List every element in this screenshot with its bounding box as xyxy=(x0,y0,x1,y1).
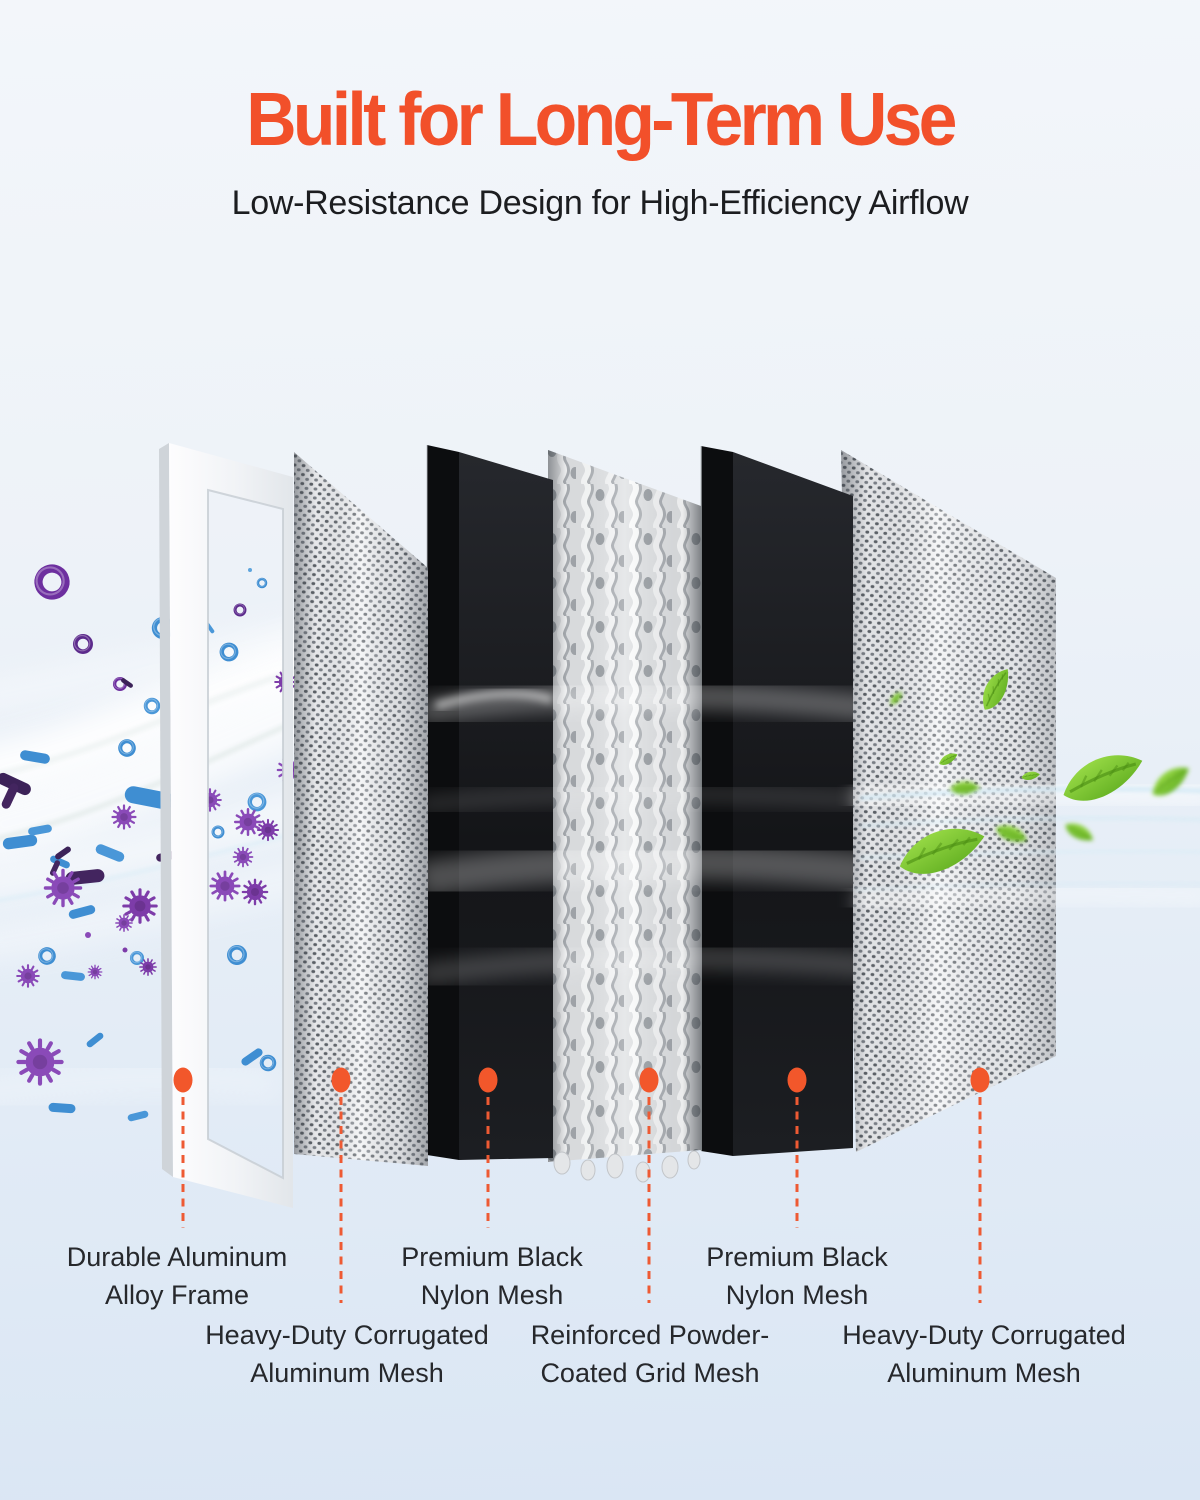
callout-markers xyxy=(181,1097,982,1303)
callout-dot xyxy=(331,1067,351,1093)
header: Built for Long-Term Use Low-Resistance D… xyxy=(0,80,1200,223)
callout-label-line: Heavy-Duty Corrugated xyxy=(205,1320,489,1350)
callout-label-line: Premium Black xyxy=(706,1242,888,1272)
callout-label-line: Premium Black xyxy=(401,1242,583,1272)
callout-label-line: Heavy-Duty Corrugated xyxy=(842,1320,1126,1350)
callout-label-aluminum-mesh-front: Heavy-Duty Corrugated Aluminum Mesh xyxy=(205,1316,489,1392)
callout-dot xyxy=(639,1067,659,1093)
callout-label-line: Durable Aluminum xyxy=(66,1242,288,1272)
callout-label-aluminum-mesh-back: Heavy-Duty Corrugated Aluminum Mesh xyxy=(842,1316,1126,1392)
callout-dots xyxy=(173,1067,990,1093)
callout-label-line: Reinforced Powder- xyxy=(530,1320,770,1350)
callout-dot xyxy=(787,1067,807,1093)
callout-label-nylon-mesh-front: Premium Black Nylon Mesh xyxy=(401,1238,583,1314)
callout-dot xyxy=(478,1067,498,1093)
light-streaks-mid-icon xyxy=(427,682,853,986)
callout-label-line: Nylon Mesh xyxy=(420,1280,564,1310)
callout-label-line: Coated Grid Mesh xyxy=(540,1358,760,1388)
callout-label-line: Nylon Mesh xyxy=(725,1280,869,1310)
callout-dot xyxy=(173,1067,193,1093)
callout-label-line: Alloy Frame xyxy=(104,1280,250,1310)
callout-label-line: Aluminum Mesh xyxy=(887,1358,1081,1388)
callout-dot xyxy=(970,1067,990,1093)
page-title: Built for Long-Term Use xyxy=(246,77,957,161)
callout-label-line: Aluminum Mesh xyxy=(250,1358,444,1388)
layer-corrugated-aluminum-mesh-front xyxy=(294,452,428,1166)
layer-powder-coated-grid-mesh xyxy=(548,450,701,1183)
callout-label-nylon-mesh-back: Premium Black Nylon Mesh xyxy=(706,1238,888,1314)
layer-aluminum-alloy-frame xyxy=(159,443,293,1208)
page-subtitle: Low-Resistance Design for High-Efficienc… xyxy=(231,184,969,222)
callout-label-frame: Durable Aluminum Alloy Frame xyxy=(67,1238,288,1314)
callout-label-grid-mesh: Reinforced Powder- Coated Grid Mesh xyxy=(531,1316,770,1392)
